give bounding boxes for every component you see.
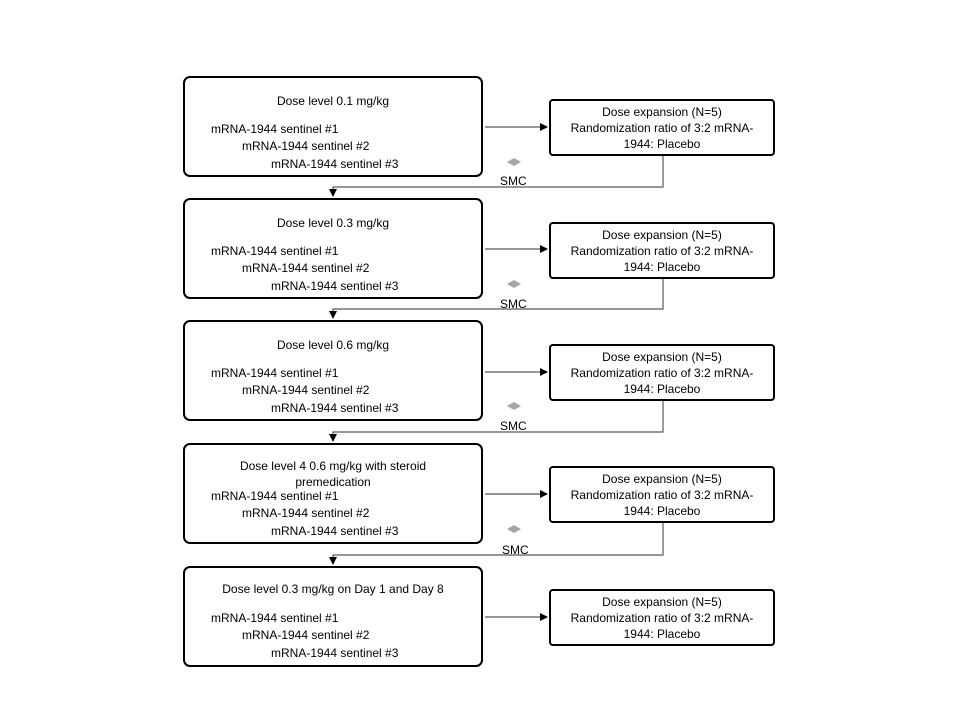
next-level-arrow [329, 401, 664, 442]
dose-title: Dose level 0.3 mg/kg on Day 1 and Day 8 [222, 582, 444, 596]
dose-box-3: Dose level 0.6 mg/kg [183, 320, 483, 421]
sentinel-3-label: mRNA-1944 sentinel #3 [271, 279, 399, 293]
expansion-line3: 1944: Placebo [623, 381, 701, 396]
smc-label: SMC [500, 297, 527, 311]
sentinel-3-label: mRNA-1944 sentinel #3 [271, 524, 399, 538]
dose-box-4: Dose level 4 0.6 mg/kg with steroid prem… [183, 443, 483, 544]
dose-box-5: Dose level 0.3 mg/kg on Day 1 and Day 8 [183, 566, 483, 667]
dose-title: Dose level 0.1 mg/kg [276, 94, 390, 108]
dose-box-2: Dose level 0.3 mg/kg [183, 198, 483, 299]
dose-title: Dose level 0.6 mg/kg [276, 338, 390, 352]
sentinel-3-label: mRNA-1944 sentinel #3 [271, 401, 399, 415]
next-level-arrow [329, 523, 664, 565]
expansion-line2: Randomization ratio of 3:2 mRNA- [570, 243, 754, 258]
sentinel-2-label: mRNA-1944 sentinel #2 [242, 139, 370, 153]
sentinel-1-label: mRNA-1944 sentinel #1 [211, 489, 339, 503]
sentinel-3-label: mRNA-1944 sentinel #3 [271, 646, 399, 660]
expansion-line1: Dose expansion (N=5) [602, 349, 722, 364]
dose-title: Dose level 4 0.6 mg/kg with steroid [239, 459, 427, 473]
dose-title: Dose level 0.3 mg/kg [276, 216, 390, 230]
expansion-box-1: Dose expansion (N=5) Randomization ratio… [549, 99, 775, 156]
next-level-arrow [329, 156, 664, 197]
dose-box-1: Dose level 0.1 mg/kg [183, 76, 483, 177]
expansion-box-5: Dose expansion (N=5) Randomization ratio… [549, 589, 775, 646]
sentinel-2-label: mRNA-1944 sentinel #2 [242, 506, 370, 520]
expansion-box-4: Dose expansion (N=5) Randomization ratio… [549, 466, 775, 523]
diamond-icon [507, 525, 521, 533]
expansion-line2: Randomization ratio of 3:2 mRNA- [570, 365, 754, 380]
expansion-line3: 1944: Placebo [623, 626, 701, 641]
expansion-line3: 1944: Placebo [623, 259, 701, 274]
expansion-line2: Randomization ratio of 3:2 mRNA- [570, 120, 754, 135]
next-level-arrow [329, 278, 664, 319]
smc-label: SMC [500, 174, 527, 188]
expansion-box-3: Dose expansion (N=5) Randomization ratio… [549, 344, 775, 401]
expansion-line3: 1944: Placebo [623, 136, 701, 151]
expansion-line1: Dose expansion (N=5) [602, 227, 722, 242]
expansion-line2: Randomization ratio of 3:2 mRNA- [570, 487, 754, 502]
diamond-icon [507, 158, 521, 166]
expansion-line1: Dose expansion (N=5) [602, 471, 722, 486]
expansion-box-2: Dose expansion (N=5) Randomization ratio… [549, 222, 775, 279]
smc-label: SMC [500, 419, 527, 433]
sentinel-2-label: mRNA-1944 sentinel #2 [242, 383, 370, 397]
expansion-line3: 1944: Placebo [623, 503, 701, 518]
diamond-icon [507, 402, 521, 410]
sentinel-2-label: mRNA-1944 sentinel #2 [242, 261, 370, 275]
sentinel-1-label: mRNA-1944 sentinel #1 [211, 244, 339, 258]
dose-title-line2: premedication [295, 475, 371, 489]
diamond-icon [507, 280, 521, 288]
sentinel-1-label: mRNA-1944 sentinel #1 [211, 366, 339, 380]
expansion-line1: Dose expansion (N=5) [602, 104, 722, 119]
expansion-line1: Dose expansion (N=5) [602, 594, 722, 609]
sentinel-1-label: mRNA-1944 sentinel #1 [211, 122, 339, 136]
sentinel-2-label: mRNA-1944 sentinel #2 [242, 628, 370, 642]
sentinel-1-label: mRNA-1944 sentinel #1 [211, 611, 339, 625]
sentinel-3-label: mRNA-1944 sentinel #3 [271, 157, 399, 171]
smc-label: SMC [502, 543, 529, 557]
expansion-line2: Randomization ratio of 3:2 mRNA- [570, 610, 754, 625]
